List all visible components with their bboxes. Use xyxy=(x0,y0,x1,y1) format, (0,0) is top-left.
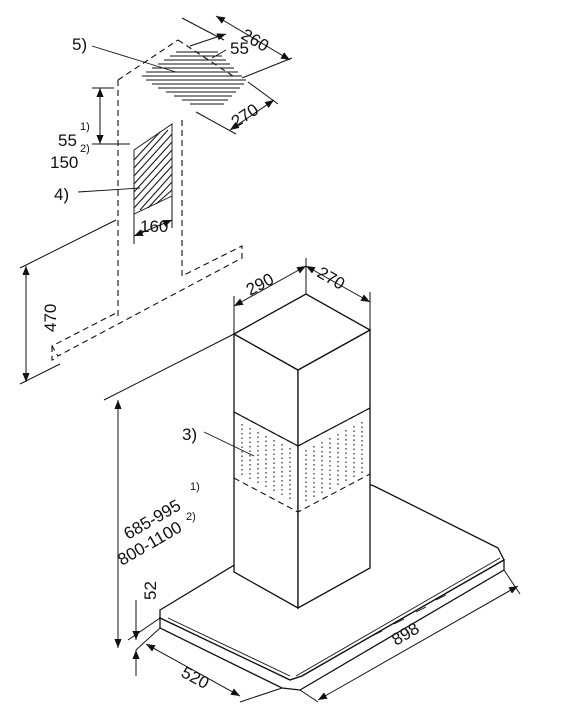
dim-52-label: 52 xyxy=(141,581,160,600)
dim-270-chimney-label: 270 xyxy=(314,263,348,294)
wall-vent-hatching xyxy=(133,123,173,215)
dim-55-150-side: 55 1) 150 2) xyxy=(50,87,130,172)
dim-470-label: 470 xyxy=(41,304,60,332)
dim-520-label: 520 xyxy=(178,663,212,693)
dim-55-top-label: 55 xyxy=(230,39,249,58)
dim-55-top: 55 xyxy=(189,33,249,59)
dim-150-side-note: 2) xyxy=(80,143,90,155)
dim-685-note: 1) xyxy=(190,481,200,493)
dim-290-label: 290 xyxy=(243,269,277,299)
dim-55-side-note: 1) xyxy=(80,121,90,133)
callout-4-label: 4) xyxy=(54,185,69,204)
upper-chimney-outline xyxy=(51,39,243,357)
ceiling-vent-grille xyxy=(142,51,246,105)
dim-160: 160 xyxy=(133,196,173,244)
dim-800-note: 2) xyxy=(186,511,196,523)
callout-3: 3) xyxy=(182,425,255,457)
callout-3-label: 3) xyxy=(182,425,197,444)
dim-470: 470 xyxy=(19,219,117,385)
dim-150-side-label: 150 xyxy=(50,153,78,172)
callout-4: 4) xyxy=(54,185,141,204)
dim-55-side-label: 55 xyxy=(58,131,77,150)
dim-270-top: 270 xyxy=(195,81,279,135)
ceiling-bracket-assembly: 260 55 270 55 1) 150 2) xyxy=(19,15,293,385)
dim-270-top-label: 270 xyxy=(228,100,262,131)
callout-5-label: 5) xyxy=(72,35,87,54)
bracket-base-outline xyxy=(51,346,59,361)
chimney-left-face xyxy=(233,332,299,610)
dim-52: 52 xyxy=(127,581,161,676)
callout-5: 5) xyxy=(72,35,177,73)
hood-body: 3) 290 270 685-995 1) 800-1100 2) xyxy=(103,258,521,703)
chimney-right-face xyxy=(297,328,371,610)
dim-160-label: 160 xyxy=(140,217,168,236)
